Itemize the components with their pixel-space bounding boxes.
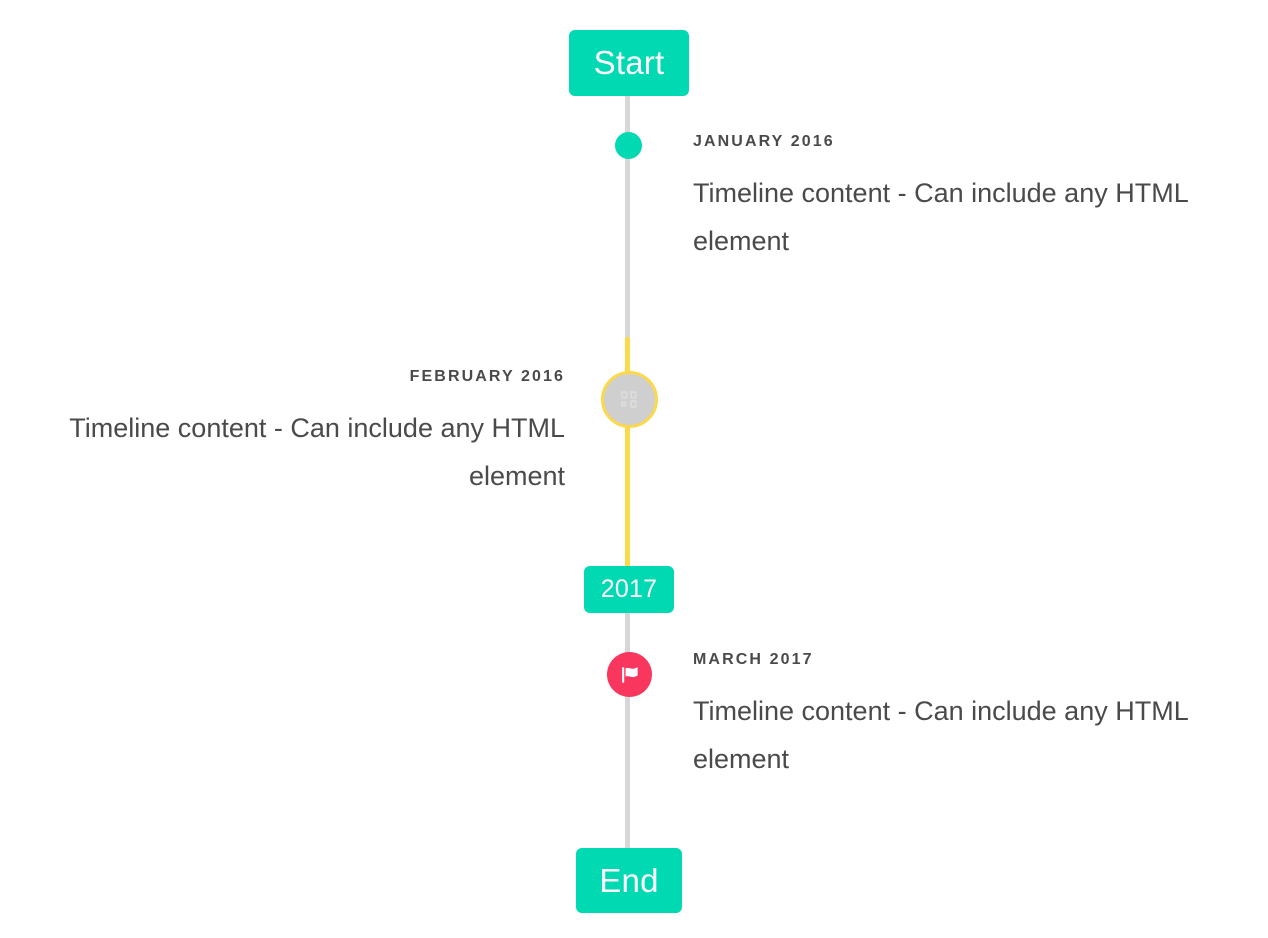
timeline-entry-date: January 2016 [693,133,835,150]
timeline-entry-date: March 2017 [693,651,814,668]
timeline-entry-body: Timeline content - Can include any HTML … [693,177,1188,256]
missing-image-icon [620,390,639,409]
flag-icon [619,664,641,686]
timeline-entry-body: Timeline content - Can include any HTML … [693,695,1188,774]
timeline-rail-segment-bottom [625,610,630,853]
timeline-start-badge[interactable]: Start [569,30,689,96]
timeline-entry-date: February 2016 [409,368,565,385]
timeline-rail-segment-active [625,337,630,569]
timeline-entry-january-2016: January 2016 Timeline content - Can incl… [693,133,1223,265]
timeline-rail-segment-top [625,92,630,339]
timeline-year-badge[interactable]: 2017 [584,566,674,613]
timeline-entry-march-2017: March 2017 Timeline content - Can includ… [693,651,1223,783]
timeline-end-badge[interactable]: End [576,848,682,913]
timeline-entry-february-2016: February 2016 Timeline content - Can inc… [40,368,565,500]
timeline-marker-february-2016[interactable] [601,371,658,428]
timeline-entry-body: Timeline content - Can include any HTML … [69,412,565,491]
timeline-marker-january-2016[interactable] [615,132,642,159]
timeline-marker-march-2017[interactable] [607,652,652,697]
